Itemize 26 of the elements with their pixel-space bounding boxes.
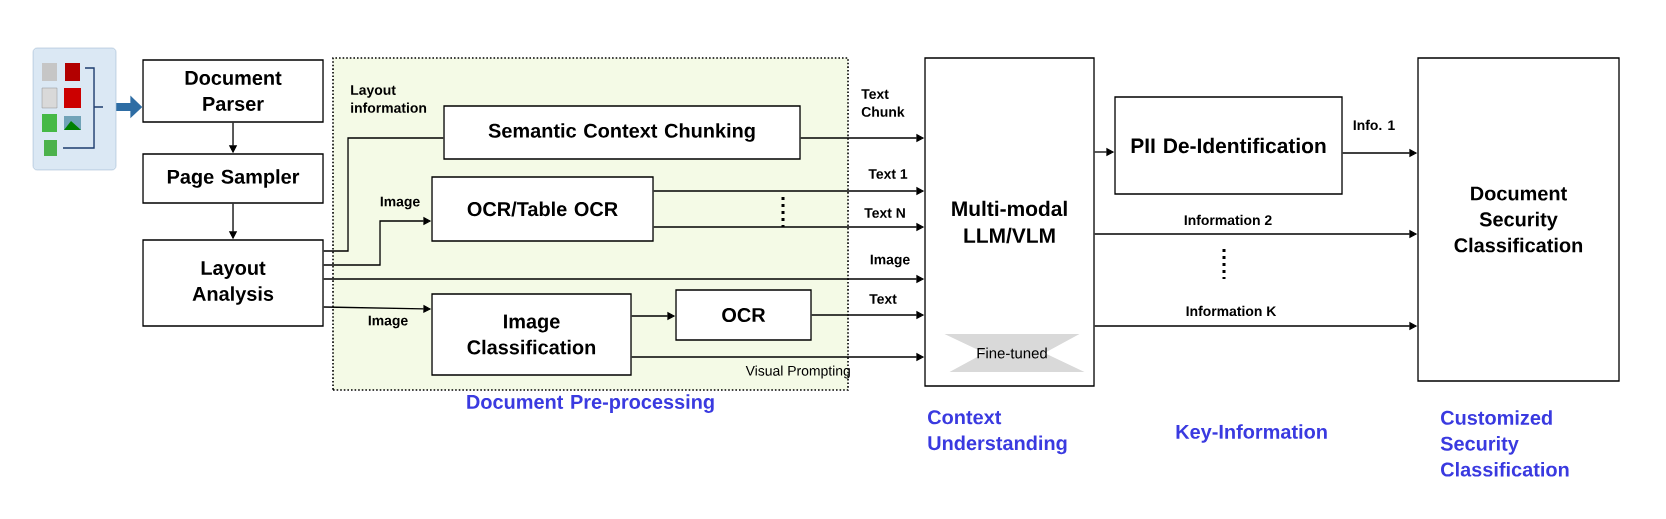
edge-label: Layout information (351, 85, 427, 113)
edge-label: Text 1 (868, 169, 908, 179)
edge-label: Information 2 (1184, 214, 1272, 226)
edge-label: Info. 1 (1353, 119, 1395, 131)
node-label: Document Pre-processing (467, 394, 714, 413)
edge-label: Text N (864, 208, 905, 218)
process-box: Page Sampler (142, 153, 324, 204)
edge-label: Information K (1186, 305, 1277, 317)
process-box: OCR/Table OCR (431, 176, 654, 242)
picture (32, 47, 117, 171)
section-label: Context Understanding (928, 410, 1067, 455)
process-box: PII De-Identification (1114, 96, 1343, 195)
process-box: Semantic Context Chunking (443, 105, 801, 160)
edge-label: Image (870, 254, 910, 268)
edge-label: Image (368, 315, 408, 329)
process-box: Document Security Classification (1417, 57, 1620, 382)
edge-label: Text (869, 294, 897, 304)
section-label: Key-Information (1176, 424, 1327, 443)
edge-label: Text Chunk (861, 89, 905, 117)
process-box: OCR (675, 289, 812, 341)
edge-label: Visual Prompting (745, 365, 850, 379)
process-box: Document Parser (142, 59, 324, 123)
edge-label: Image (380, 196, 420, 210)
section-label: Customized Security Classification (1440, 410, 1569, 477)
process-box: Image Classification (431, 293, 632, 376)
process-box: Layout Analysis (142, 239, 324, 327)
